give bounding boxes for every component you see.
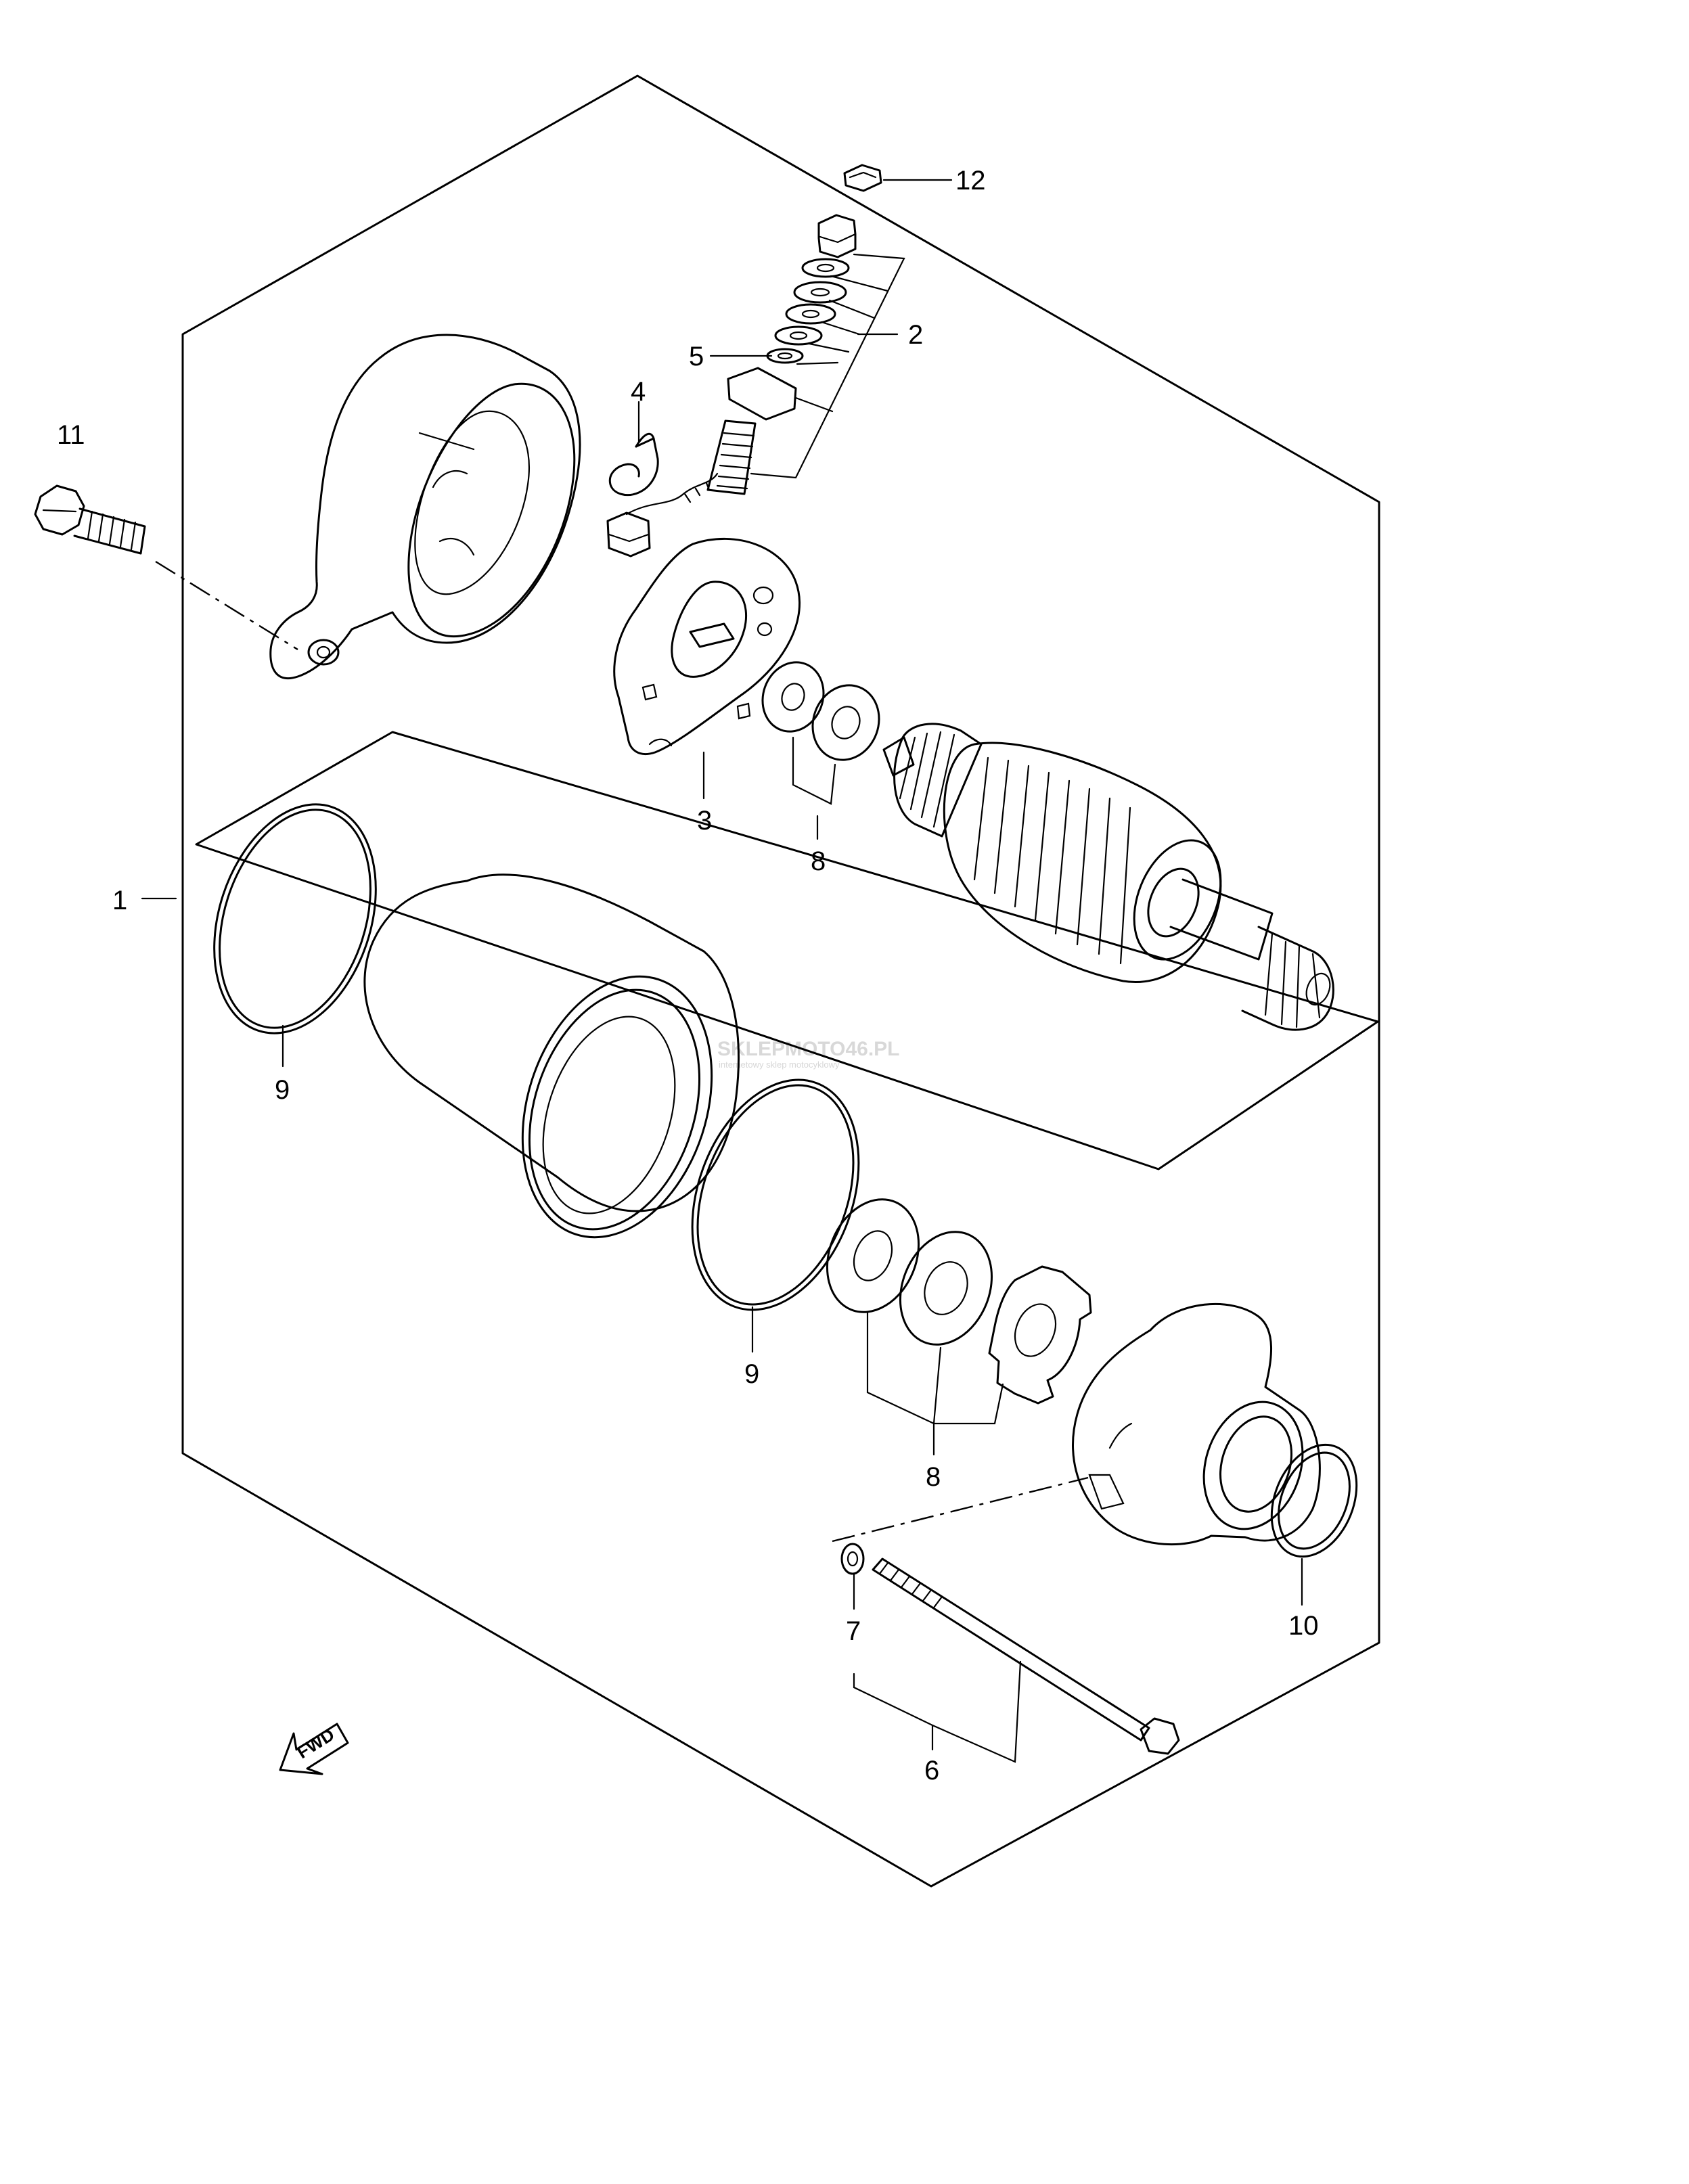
bolt-alignment-line-lower — [832, 1476, 1089, 1543]
o-ring-10 — [1270, 1443, 1358, 1558]
brush-spring-4 — [608, 432, 659, 496]
o-ring-9-right — [691, 1078, 860, 1311]
fwd-label: FWD — [293, 1724, 338, 1762]
callout-2: 2 — [908, 320, 923, 350]
callout-5: 5 — [689, 342, 704, 371]
terminal-stack — [706, 214, 857, 495]
callout-8-lower: 8 — [926, 1462, 941, 1492]
washers-8-lower — [826, 1198, 993, 1346]
watermark-subtext: internetowy sklep motocyklowy — [719, 1060, 840, 1070]
bolt-alignment-line — [155, 560, 298, 651]
yoke — [363, 873, 740, 1239]
callout-8-upper: 8 — [811, 846, 826, 876]
leader-lines — [141, 179, 1303, 1763]
watermark: SKLEPMOTO46.PL internetowy sklep motocyk… — [717, 1038, 900, 1070]
bolt-11 — [34, 484, 146, 555]
callouts: 12 2 5 4 11 3 8 1 9 9 8 10 7 6 — [57, 166, 1319, 1785]
brush-holder-3 — [613, 538, 801, 755]
callout-10: 10 — [1288, 1611, 1319, 1641]
assembly-outline — [181, 74, 1380, 1888]
callout-6: 6 — [924, 1756, 939, 1785]
callout-4: 4 — [631, 377, 646, 407]
fwd-arrow-icon: FWD — [279, 1723, 349, 1775]
through-bolt-6 — [872, 1557, 1180, 1755]
callout-7: 7 — [846, 1616, 861, 1646]
rear-housing — [269, 334, 581, 680]
washer-7 — [840, 1543, 865, 1575]
nut-12 — [843, 164, 882, 192]
callout-12: 12 — [955, 166, 986, 196]
o-ring-9-left — [213, 803, 377, 1034]
front-cover — [1072, 1302, 1321, 1546]
brush-4 — [606, 472, 719, 558]
callout-1: 1 — [112, 886, 127, 915]
lock-plate — [988, 1265, 1092, 1405]
armature-group-outline — [195, 731, 1379, 1170]
callout-9-left: 9 — [275, 1075, 290, 1105]
watermark-text: SKLEPMOTO46.PL — [717, 1038, 900, 1060]
washers-8-upper — [761, 661, 880, 761]
armature — [882, 723, 1334, 1031]
callout-9-right: 9 — [744, 1359, 759, 1389]
callout-11: 11 — [57, 420, 85, 450]
callout-3: 3 — [697, 806, 712, 836]
